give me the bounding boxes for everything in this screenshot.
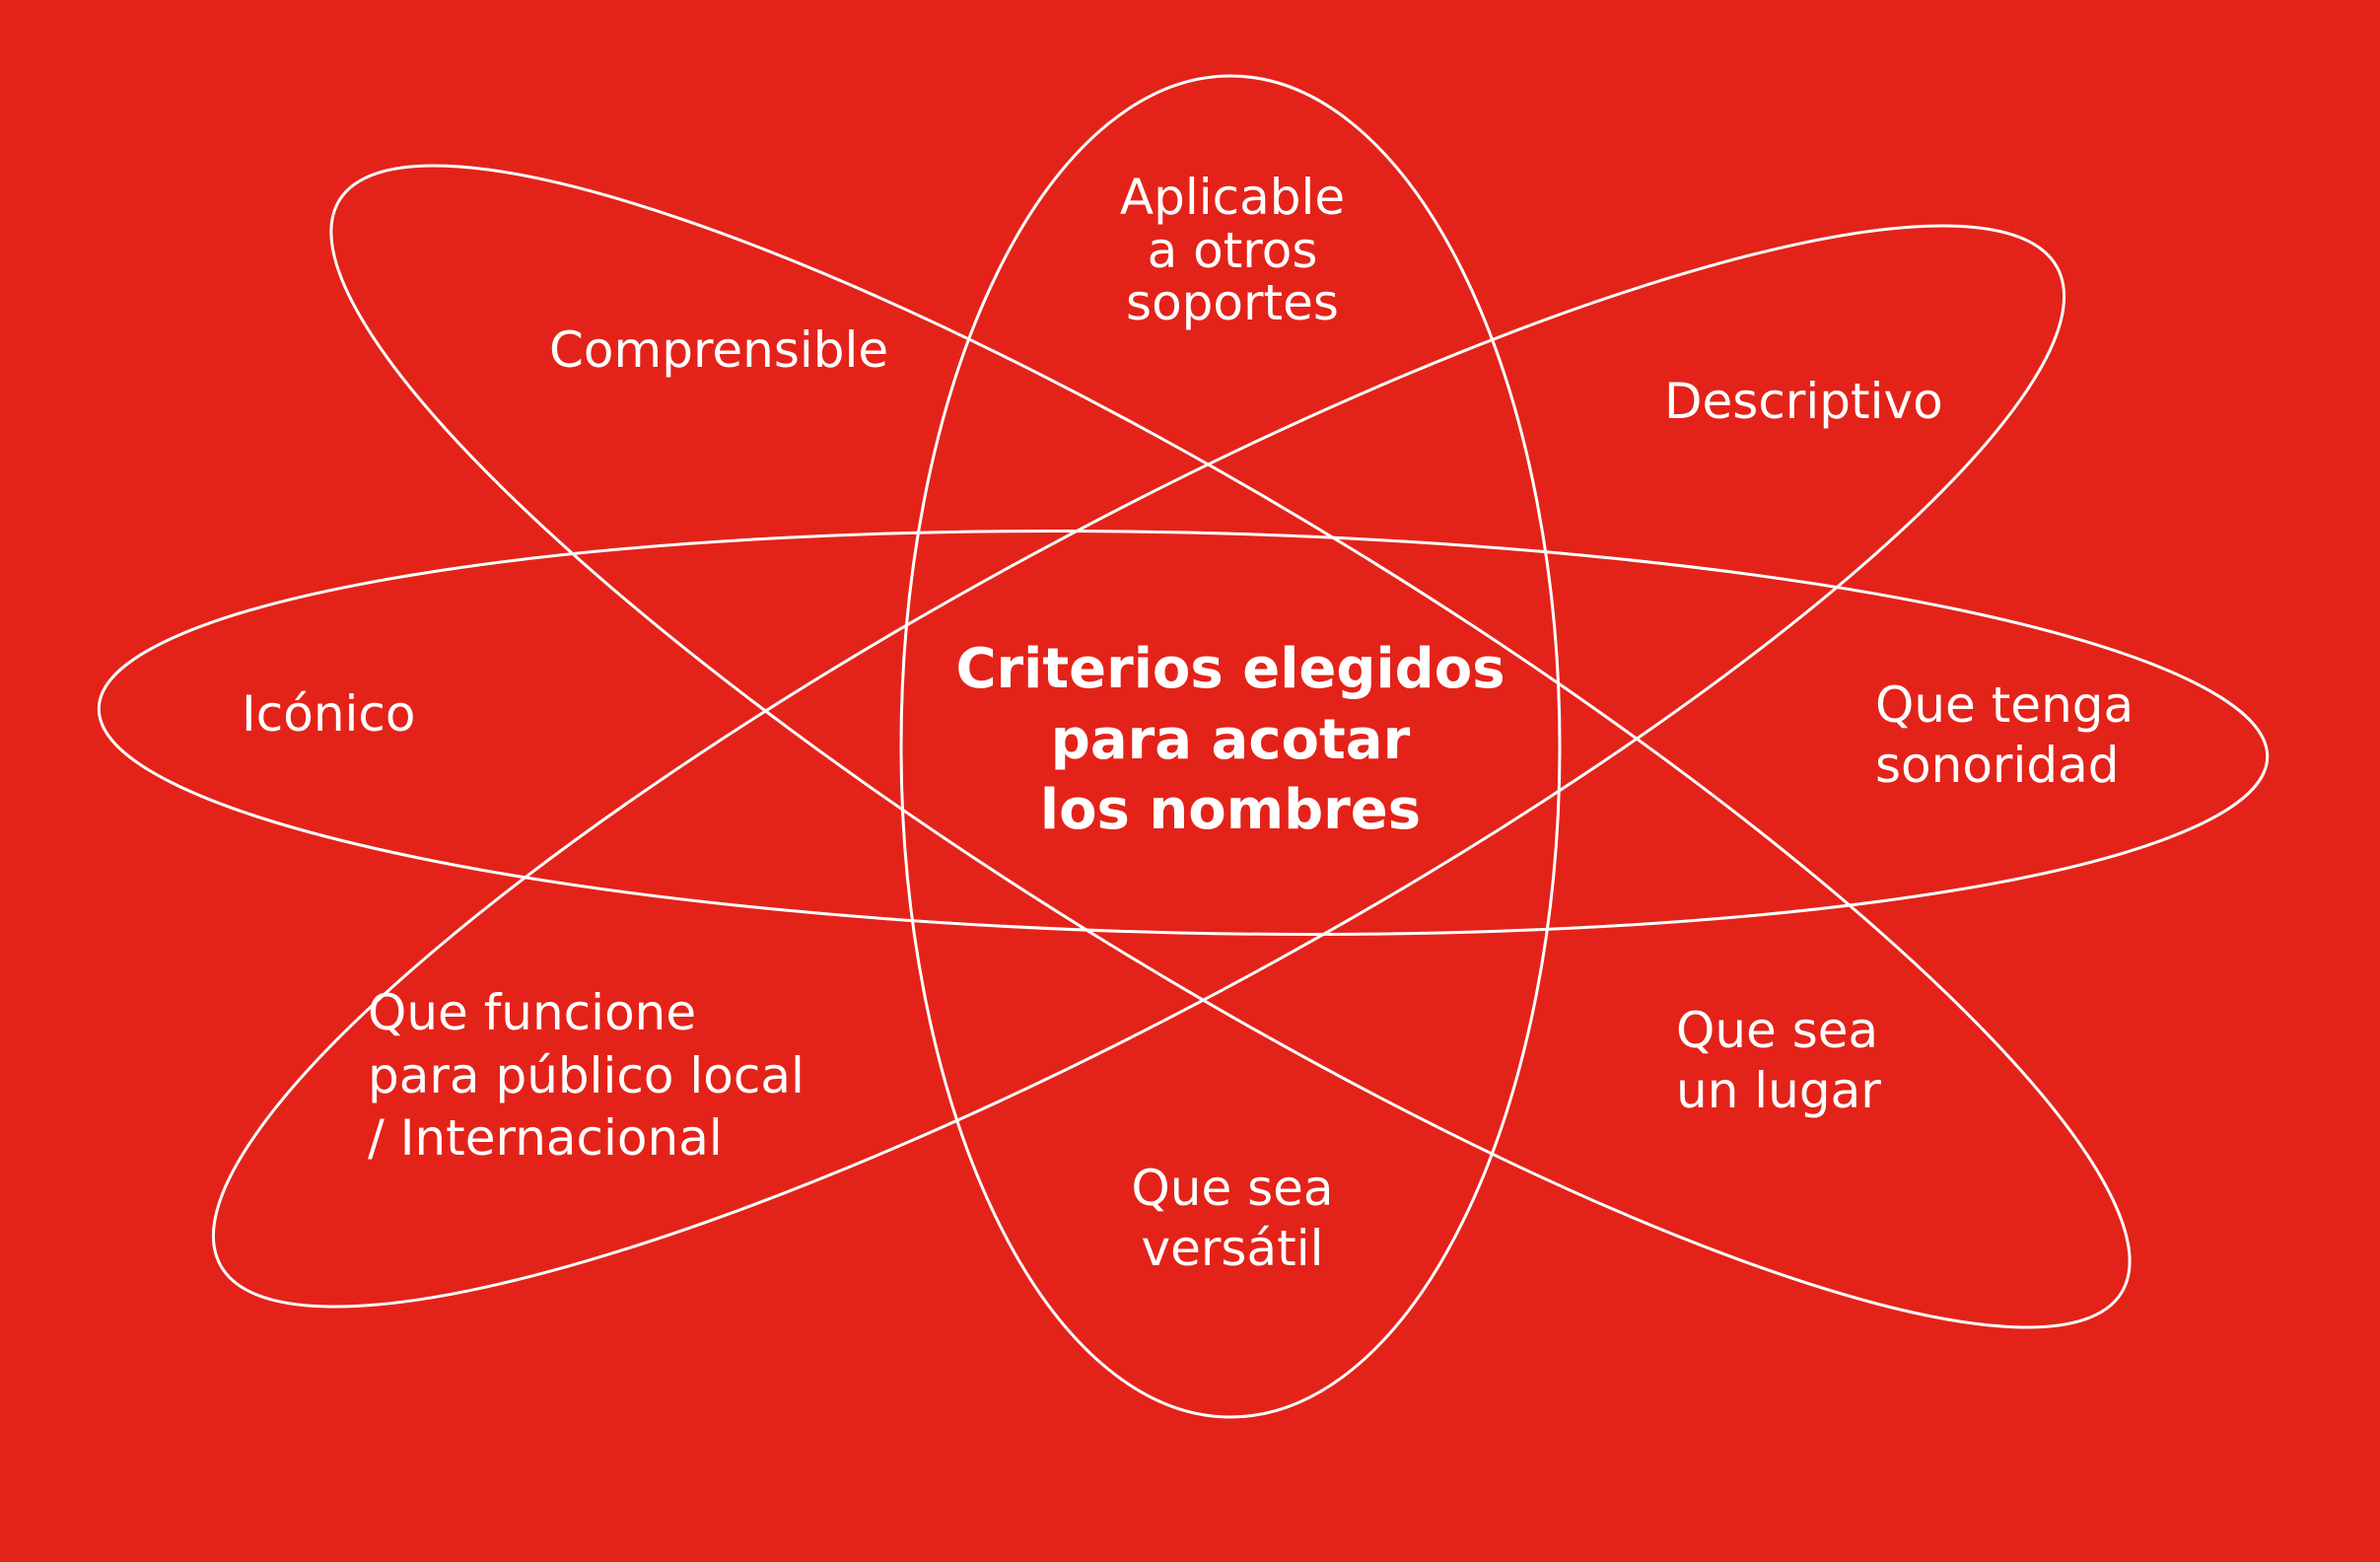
criterion-iconico: Icónico bbox=[242, 685, 416, 743]
criterion-comprensible: Comprensible bbox=[549, 321, 889, 379]
criterion-versatil: Que sea versátil bbox=[1131, 1160, 1334, 1277]
criterion-descriptivo: Descriptivo bbox=[1664, 373, 1943, 430]
ellipse-horizontal bbox=[97, 530, 2270, 936]
diagram-center-title: Criterios elegidos para acotar los nombr… bbox=[955, 637, 1505, 843]
ellipse-diagonal-down bbox=[329, 164, 2132, 1329]
criterion-aplicable: Aplicable a otros soportes bbox=[1119, 169, 1346, 331]
ellipse-diagonal-up bbox=[211, 224, 2066, 1309]
criterion-sonoridad: Que tenga sonoridad bbox=[1875, 676, 2135, 794]
criterion-lugar: Que sea un lugar bbox=[1676, 1002, 1881, 1119]
criterion-publico: Que funcione para público local / Intern… bbox=[368, 984, 805, 1167]
ellipse-vertical bbox=[899, 74, 1562, 1419]
